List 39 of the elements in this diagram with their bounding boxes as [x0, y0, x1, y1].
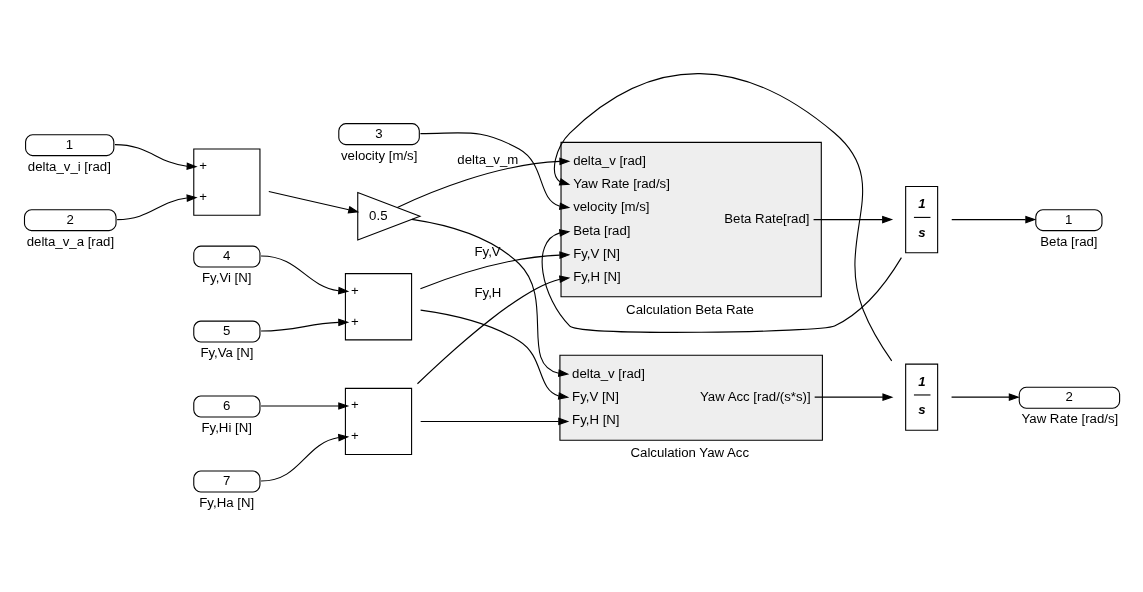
arrow: [951, 215, 1037, 223]
node-box: + +: [193, 148, 261, 216]
node-label: Calculation Beta Rate: [626, 301, 754, 317]
node-label: Calculation Yaw Acc: [630, 444, 750, 460]
arrow: [411, 218, 570, 377]
arrow: [553, 72, 893, 361]
node-label: delta_v_i [rad]: [27, 158, 111, 174]
edge-label: Fy,H: [474, 284, 502, 300]
arrow: [116, 193, 198, 220]
arrow: [419, 250, 571, 289]
node-box: + +: [344, 387, 413, 455]
arrow: [268, 190, 360, 213]
node-label: delta_v_a [rad]: [26, 233, 115, 249]
arrow: [420, 309, 570, 400]
arrow: [260, 254, 350, 294]
arrow: [260, 433, 350, 482]
arrow: [260, 401, 350, 410]
node-box: 1 s: [905, 363, 939, 431]
node-label: Beta [rad]: [1040, 233, 1098, 249]
node-label: Fy,Ha [N]: [199, 494, 255, 510]
arrow: [416, 274, 571, 384]
node-box: + +: [344, 272, 413, 340]
edge-label: delta_v_m: [457, 151, 519, 167]
arrow: [260, 318, 350, 332]
node-label: Fy,Vi [N]: [202, 269, 252, 285]
edge-label: Fy,V: [474, 243, 501, 259]
arrow: [951, 392, 1020, 401]
node-label: Yaw Rate [rad/s]: [1021, 410, 1119, 426]
node-label: velocity [m/s]: [341, 147, 418, 163]
arrow: [814, 392, 894, 401]
arrow: [813, 215, 894, 223]
node-box: 1 s: [905, 185, 939, 253]
arrow: [419, 131, 571, 210]
node-label: Fy,Va [N]: [200, 344, 254, 360]
arrow: [396, 157, 571, 208]
node-label: Fy,Hi [N]: [201, 419, 252, 435]
arrow: [114, 143, 198, 170]
arrow: [541, 228, 902, 333]
arrow: [420, 417, 570, 425]
